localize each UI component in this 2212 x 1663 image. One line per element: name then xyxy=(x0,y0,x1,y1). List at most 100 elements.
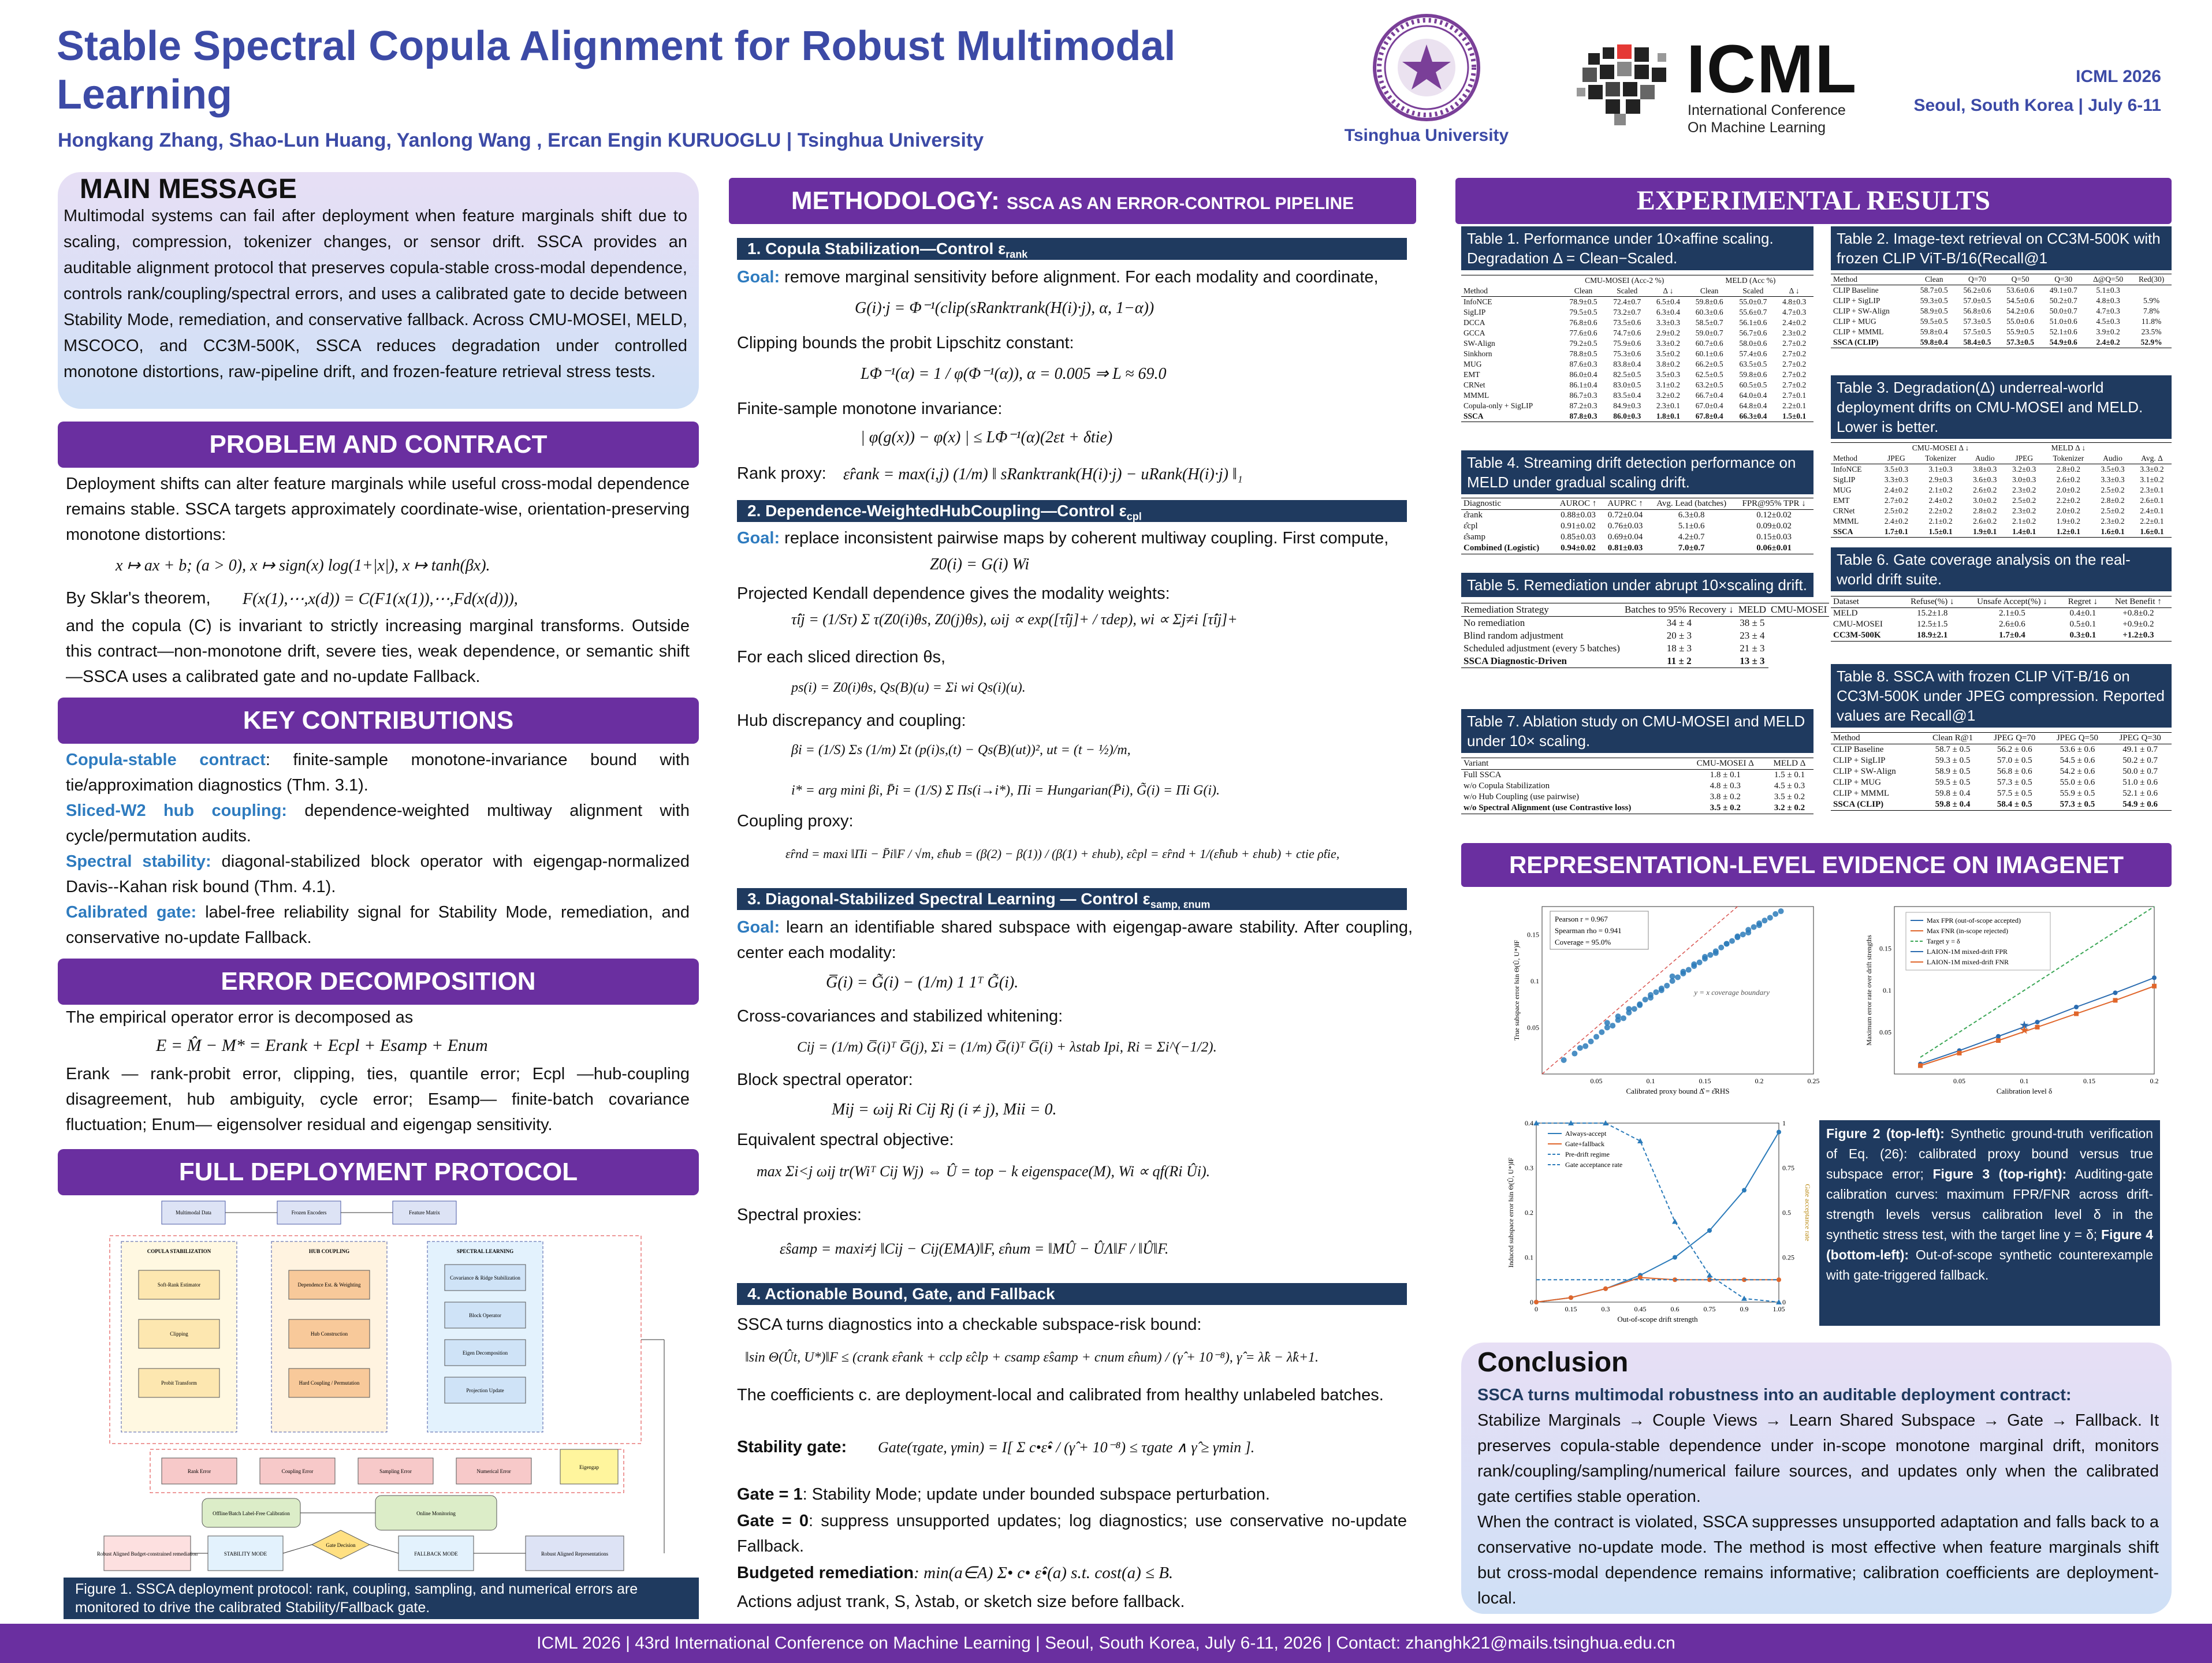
table-cell: MMML xyxy=(1464,391,1489,400)
fig2-cap-label: Figure 2 (top-left): xyxy=(1826,1126,1945,1141)
x-tick-label: 0.1 xyxy=(2020,1077,2029,1085)
table-cell: MUG xyxy=(1464,360,1482,368)
table-cell: 2.3±0.2 xyxy=(2012,506,2036,515)
annotation-text: Pearson r = 0.967 xyxy=(1555,915,1608,923)
table-cell: 57.3±0.5 xyxy=(1963,317,1991,326)
table-cell: CLIP + SW-Align xyxy=(1833,767,1896,776)
table-column-header: Method xyxy=(1831,453,1877,464)
table-cell: 62.5±0.5 xyxy=(1695,370,1723,379)
scatter-point xyxy=(1653,989,1659,995)
contribution-body: : finite-sample monotone-invariance boun… xyxy=(66,751,690,795)
table-cell: 3.2±0.2 xyxy=(1656,391,1681,400)
table-cell: 0.91±0.02 xyxy=(1561,521,1596,531)
y-tick-label: 0.05 xyxy=(1879,1028,1891,1036)
table-column-header: JPEG Q=50 xyxy=(2046,732,2109,744)
x-tick-label: 0.2 xyxy=(1755,1077,1764,1085)
table-cell: 76.8±0.6 xyxy=(1569,318,1597,327)
table-8-caption: Table 8. SSCA with frozen CLIP ViT-B/16 … xyxy=(1831,664,2172,728)
tsinghua-seal-logo xyxy=(1373,14,1480,121)
table-cell: 78.9±0.5 xyxy=(1569,297,1597,306)
table-cell: 59.0±0.7 xyxy=(1695,329,1723,337)
table-cell: 59.8±0.4 xyxy=(1920,327,1948,336)
table-cell: 1.9±0.1 xyxy=(1965,527,2005,538)
table-cell: 66.7±0.4 xyxy=(1695,391,1723,400)
scatter-point xyxy=(1577,1045,1583,1051)
s4-gate-label: Stability gate: xyxy=(737,1438,847,1456)
series-point xyxy=(2035,1024,2040,1030)
table-cell: 56.8 ± 0.6 xyxy=(1997,767,2032,776)
main-message-title: MAIN MESSAGE xyxy=(80,174,297,204)
contributions-header: KEY CONTRIBUTIONS xyxy=(58,698,699,744)
table-cell: 7.8% xyxy=(2143,307,2160,315)
footer-bar: ICML 2026 | 43rd International Conferenc… xyxy=(0,1624,2212,1663)
table-cell: 54.9 ± 0.6 xyxy=(2109,799,2172,811)
table-cell: SigLIP xyxy=(1464,308,1486,316)
table-column-header: Avg. Lead (batches) xyxy=(1648,498,1735,510)
table-cell: 34 ± 4 xyxy=(1666,617,1692,628)
table-cell: 58.4 ± 0.5 xyxy=(1983,799,2046,811)
y2-tick-label: 0.5 xyxy=(1782,1209,1791,1217)
scatter-point xyxy=(1669,973,1675,979)
table-column-header: Scaled xyxy=(1605,286,1649,297)
node-cov: Covariance & Ridge Stabilization xyxy=(450,1275,520,1281)
table-cell: 0.09±0.02 xyxy=(1756,521,1792,531)
y-tick-label: 0.1 xyxy=(1883,986,1891,994)
table-column-header: Δ ↓ xyxy=(1775,286,1813,297)
legend-label: LAION-1M mixed-drift FNR xyxy=(1927,958,2009,966)
table-cell: 87.2±0.3 xyxy=(1569,401,1597,410)
table-cell: 3.6±0.3 xyxy=(1973,475,1997,484)
s1-eq4: ε̂rank = max(i,j) (1/m) ‖ sRankτrank(H(i… xyxy=(843,465,1243,483)
table-cell: CLIP Baseline xyxy=(1833,745,1884,754)
table-cell: 79.5±0.5 xyxy=(1569,308,1597,316)
table-cell: 51.0±0.6 xyxy=(2049,317,2077,326)
table-cell: 59.3 ± 0.5 xyxy=(1935,756,1971,765)
table-cell: 2.7±0.2 xyxy=(1884,496,1909,505)
table-cell: 3.9±0.2 xyxy=(2096,327,2120,336)
y-tick-label: 0.15 xyxy=(1879,945,1891,953)
table-cell: 60.3±0.6 xyxy=(1695,308,1723,316)
problem-paragraph-1: Deployment shifts can alter feature marg… xyxy=(66,475,690,544)
table-column-header: Batches to 95% Recovery ↓ xyxy=(1622,603,1736,617)
table-cell: 58.4±0.5 xyxy=(1956,337,1999,348)
table-column-header: MELD xyxy=(1736,603,1768,617)
s4-eq2: Gate(τgate, γmin) = I[ Σ c•ε̂• / (γ̂ + 1… xyxy=(878,1439,1255,1456)
x-tick-label: 0.45 xyxy=(1634,1305,1647,1313)
series-point xyxy=(1673,1255,1677,1260)
protocol-header: FULL DEPLOYMENT PROTOCOL xyxy=(58,1149,699,1195)
table-cell: w/o Hub Coupling (use pairwise) xyxy=(1464,792,1579,801)
series-point xyxy=(2152,975,2157,980)
table-cell: 6.5±0.4 xyxy=(1656,297,1681,306)
table-cell: 72.4±0.7 xyxy=(1613,297,1641,306)
table-column-header: JPEG xyxy=(2004,453,2044,464)
table-cell: 2.8±0.2 xyxy=(2101,496,2125,505)
table-cell: 58.0±0.6 xyxy=(1739,339,1767,348)
annotation-text: Spearman rho = 0.941 xyxy=(1555,926,1622,935)
y-tick-label: 0.05 xyxy=(1527,1023,1539,1031)
scatter-point xyxy=(1631,1006,1637,1012)
methodology-header: METHODOLOGY: SSCA AS AN ERROR-CONTROL PI… xyxy=(729,178,1416,224)
table-cell: +1.2±0.3 xyxy=(2105,630,2172,642)
table-cell: 4.5 ± 0.3 xyxy=(1774,781,1805,791)
table-cell: 1.2±0.1 xyxy=(2043,527,2094,538)
table-cell: SW-Align xyxy=(1464,339,1495,348)
node-matrix: Feature Matrix xyxy=(409,1210,440,1215)
error-decomp-header: ERROR DECOMPOSITION xyxy=(58,959,699,1005)
table-cell: 5.9% xyxy=(2143,296,2160,305)
table-cell: MMML xyxy=(1833,517,1859,525)
table-cell: 57.3±0.5 xyxy=(1998,337,2042,348)
table-cell: No remediation xyxy=(1464,617,1525,628)
table-cell: 52.1 ± 0.6 xyxy=(2122,789,2158,798)
table-cell: 75.9±0.6 xyxy=(1613,339,1641,348)
sklar-equation: F(x(1),⋯,x(d)) = C(F1(x(1)),⋯,Fd(x(d))), xyxy=(243,590,518,608)
table-cell: 4.8±0.3 xyxy=(2096,296,2120,305)
table-cell: 64.0±0.4 xyxy=(1739,391,1767,400)
table-cell: InfoNCE xyxy=(1464,297,1492,306)
table-cell: 59.8±0.6 xyxy=(1695,297,1723,306)
